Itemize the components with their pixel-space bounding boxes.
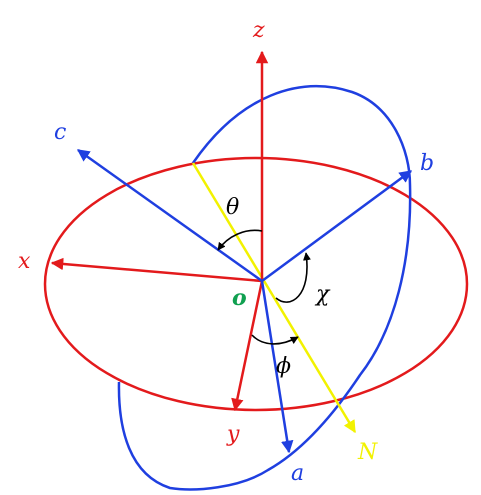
- chi-arc: [275, 252, 311, 303]
- x-axis: [50, 257, 263, 283]
- ab-plane-outline: [117, 85, 412, 491]
- line-of-nodes-N: [191, 162, 357, 434]
- c-axis: [76, 148, 263, 283]
- label-a: a: [291, 461, 304, 486]
- label-chi: χ: [314, 282, 331, 307]
- label-b: b: [420, 151, 434, 176]
- label-c: c: [54, 120, 66, 145]
- theta-arc: [217, 229, 263, 251]
- phi-arc: [251, 334, 299, 345]
- label-y: y: [226, 422, 240, 447]
- label-x: x: [18, 249, 31, 274]
- xy-plane-ellipse: [43, 156, 469, 412]
- b-axis: [261, 169, 413, 283]
- label-origin-o: o: [232, 285, 247, 311]
- label-N: N: [357, 440, 378, 465]
- label-z: z: [252, 18, 265, 43]
- a-axis: [260, 280, 294, 454]
- label-theta: θ: [226, 195, 239, 220]
- y-axis: [231, 280, 264, 412]
- label-phi: ϕ: [276, 354, 291, 379]
